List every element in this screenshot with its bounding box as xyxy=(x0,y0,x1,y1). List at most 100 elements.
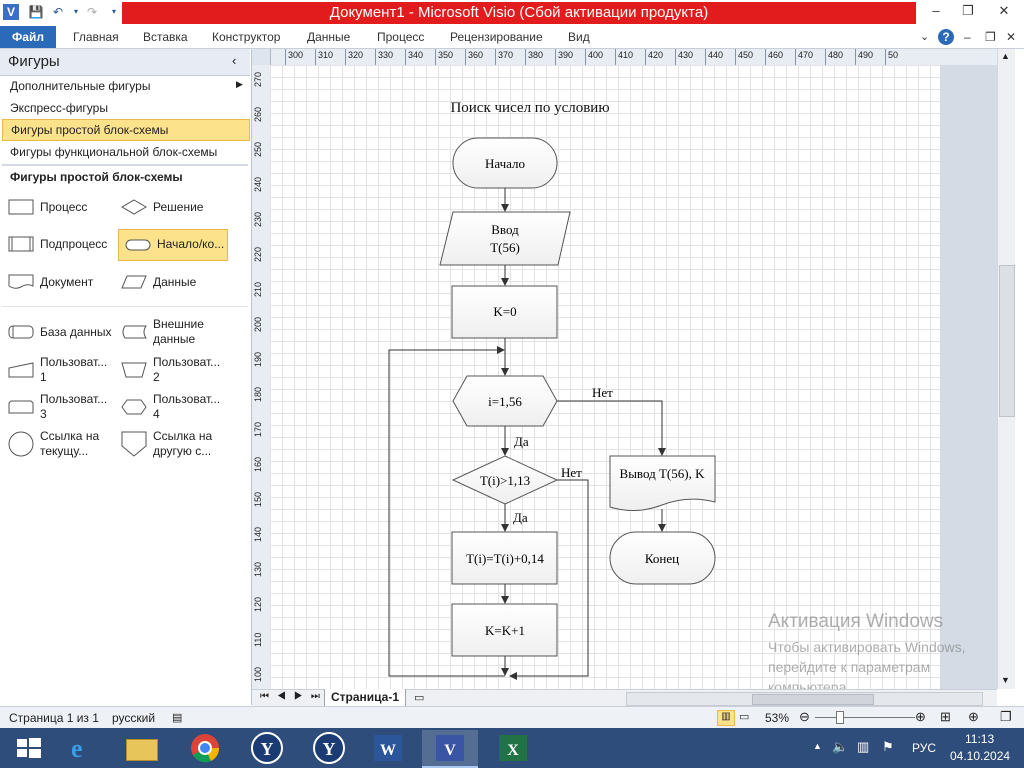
customize-toolbar-icon[interactable]: ▾ xyxy=(111,7,116,16)
tab-data[interactable]: Данные xyxy=(307,30,351,44)
switch-windows-icon[interactable]: ❐ xyxy=(1000,709,1012,724)
close-button[interactable]: ✕ xyxy=(998,3,1010,18)
quick-shapes-item[interactable]: Экспресс-фигуры xyxy=(10,101,108,115)
shape-custom4[interactable]: Пользоват... 4 xyxy=(115,392,227,422)
init-process[interactable] xyxy=(451,285,558,339)
ribbon-collapse-icon[interactable]: ⌄ xyxy=(920,31,930,43)
taskbar-ie[interactable]: e xyxy=(57,730,113,766)
loop-back-connector[interactable] xyxy=(388,346,505,677)
insert-page-icon[interactable]: ▭ xyxy=(414,692,425,704)
shape-custom2[interactable]: Пользоват... 2 xyxy=(115,355,227,385)
zoom-out-icon[interactable]: ⊖ xyxy=(799,709,810,724)
drawing-page[interactable]: Поиск чисел по условию Начало Ввод T(56)… xyxy=(270,65,940,689)
loop-hexagon[interactable] xyxy=(452,375,558,427)
connector[interactable] xyxy=(509,479,589,680)
doc-minimize-icon[interactable]: – xyxy=(964,30,971,44)
horizontal-scroll-thumb[interactable] xyxy=(752,694,874,705)
normal-view-icon[interactable]: ▥ xyxy=(717,710,735,726)
collapse-pane-icon[interactable]: ‹ xyxy=(232,53,237,68)
zoom-slider-thumb[interactable] xyxy=(836,711,844,724)
shape-document[interactable]: Документ xyxy=(2,267,112,297)
cross-functional-item[interactable]: Фигуры функциональной блок-схемы xyxy=(10,145,218,159)
help-icon[interactable]: ? xyxy=(938,29,954,45)
redo-icon[interactable]: ↷ xyxy=(86,5,98,19)
taskbar-visio[interactable]: V xyxy=(422,730,478,768)
tab-file[interactable]: Файл xyxy=(0,26,56,48)
taskbar-yandex-browser[interactable]: Y xyxy=(301,730,357,766)
taskbar-yandex[interactable]: Y xyxy=(239,730,295,766)
undo-icon[interactable]: ↶ xyxy=(52,5,64,19)
shape-custom1[interactable]: Пользоват... 1 xyxy=(2,355,112,385)
page-indicator[interactable]: Страница 1 из 1 xyxy=(9,711,99,725)
folder-icon xyxy=(126,739,158,761)
doc-restore-icon[interactable]: ❐ xyxy=(985,30,996,44)
vertical-scrollbar[interactable]: ▲ ▼ xyxy=(997,49,1015,689)
flag-icon[interactable]: ⚑ xyxy=(882,739,894,754)
shape-on-page-ref[interactable]: Ссылка на текущу... xyxy=(2,429,112,459)
basic-flowchart-item[interactable]: Фигуры простой блок-схемы xyxy=(2,119,250,141)
tab-home[interactable]: Главная xyxy=(73,30,119,44)
shapes-pane: Фигуры ‹ Дополнительные фигуры ▶ Экспрес… xyxy=(0,49,252,705)
shape-database[interactable]: База данных xyxy=(2,317,112,347)
shape-custom3[interactable]: Пользоват... 3 xyxy=(2,392,112,422)
output-document[interactable] xyxy=(609,455,716,511)
page-nav-icon[interactable]: ⏮◀▶⏭ xyxy=(260,691,328,702)
ruler-tick-label: 470 xyxy=(798,50,814,60)
ruler-tick-label: 250 xyxy=(253,141,263,157)
minimize-button[interactable]: – xyxy=(932,3,940,18)
macro-icon[interactable]: ▤ xyxy=(172,712,183,724)
shape-subprocess[interactable]: Подпроцесс xyxy=(2,229,112,259)
shape-terminator[interactable]: Начало/ко... xyxy=(118,229,228,261)
restore-button[interactable]: ❐ xyxy=(962,3,974,18)
ruler-tick-label: 130 xyxy=(253,561,263,577)
input-shape[interactable] xyxy=(439,211,571,266)
taskbar-excel[interactable]: X xyxy=(485,730,541,766)
increment-process[interactable] xyxy=(451,603,558,657)
ruler-tick-label: 270 xyxy=(253,71,263,87)
shape-process[interactable]: Процесс xyxy=(2,192,112,222)
ruler-corner xyxy=(252,49,271,66)
shape-decision[interactable]: Решение xyxy=(115,192,227,222)
start-button[interactable] xyxy=(0,730,56,766)
zoom-in-icon[interactable]: ⊕ xyxy=(915,709,926,724)
input-language[interactable]: РУС xyxy=(912,741,937,755)
tab-insert[interactable]: Вставка xyxy=(143,30,188,44)
divider xyxy=(2,164,248,166)
ruler-tick-label: 420 xyxy=(648,50,664,60)
scroll-thumb[interactable] xyxy=(999,265,1015,417)
clock-date[interactable]: 04.10.2024 xyxy=(950,749,1011,763)
tab-process[interactable]: Процесс xyxy=(377,30,425,44)
shape-external-data[interactable]: Внешние данные xyxy=(115,317,227,347)
zoom-slider[interactable] xyxy=(815,717,915,718)
horizontal-scrollbar[interactable] xyxy=(626,692,983,706)
taskbar-chrome[interactable] xyxy=(177,730,233,766)
save-icon[interactable]: 💾 xyxy=(28,5,44,19)
end-terminator[interactable] xyxy=(609,531,716,585)
tray-expand-icon[interactable]: ▲ xyxy=(813,741,822,751)
shape-off-page-ref[interactable]: Ссылка на другую с... xyxy=(115,429,227,459)
fullscreen-view-icon[interactable]: ▭ xyxy=(739,711,750,723)
undo-dropdown-icon[interactable]: ▾ xyxy=(73,7,78,16)
scroll-down-icon[interactable]: ▼ xyxy=(1001,675,1010,685)
pan-zoom-icon[interactable]: ⊕ xyxy=(968,709,979,724)
taskbar-word[interactable]: W xyxy=(360,730,416,766)
connector[interactable] xyxy=(557,400,666,456)
zoom-level[interactable]: 53% xyxy=(765,711,790,725)
volume-icon[interactable]: 🔈 xyxy=(832,739,849,754)
taskbar-explorer[interactable] xyxy=(114,730,170,766)
shape-data[interactable]: Данные xyxy=(115,267,227,297)
more-shapes-item[interactable]: Дополнительные фигуры xyxy=(10,79,151,93)
clock-time[interactable]: 11:13 xyxy=(965,732,995,746)
tab-design[interactable]: Конструктор xyxy=(212,30,281,44)
page-tab[interactable]: Страница-1 xyxy=(324,689,406,707)
doc-close-icon[interactable]: ✕ xyxy=(1006,30,1017,44)
flowchart[interactable]: Поиск чисел по условию Начало Ввод T(56)… xyxy=(270,65,940,689)
language-indicator[interactable]: русский xyxy=(112,711,156,725)
network-icon[interactable]: ▥ xyxy=(857,739,870,754)
scroll-up-icon[interactable]: ▲ xyxy=(1001,51,1010,61)
fit-page-icon[interactable]: ⊞ xyxy=(940,709,951,724)
tab-view[interactable]: Вид xyxy=(568,30,590,44)
tab-review[interactable]: Рецензирование xyxy=(450,30,543,44)
drawing-canvas[interactable]: Поиск чисел по условию Начало Ввод T(56)… xyxy=(270,65,997,689)
shapes-pane-header: Фигуры xyxy=(0,49,250,76)
